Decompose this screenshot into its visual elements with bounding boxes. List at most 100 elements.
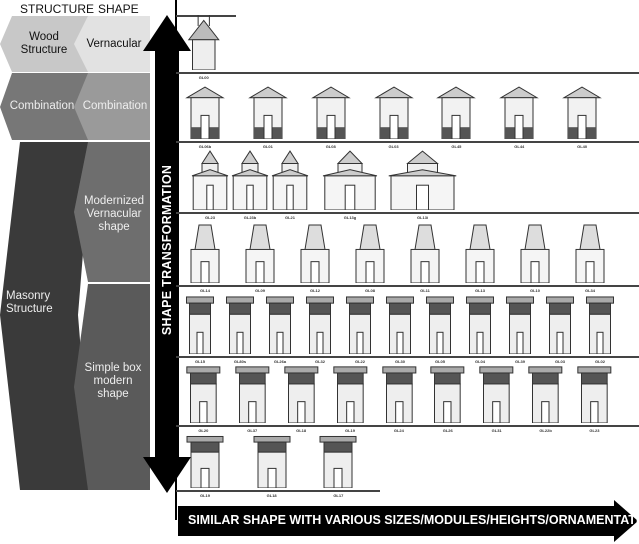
vernacular-chevron (74, 16, 150, 72)
vernacular-label: Vernacular (86, 37, 142, 50)
building-drawing (527, 362, 564, 423)
combination-structure-chevron (0, 73, 92, 140)
building-drawing (576, 362, 613, 423)
wood-chevron (0, 16, 92, 72)
combination-structure-label: Combination (9, 99, 75, 112)
simple-box-label: Simple box modern shape (84, 361, 142, 400)
building-code: GL08 (364, 288, 375, 293)
building-drawing (585, 292, 615, 354)
building-code: GL45 (451, 144, 462, 149)
building-drawing (345, 292, 375, 354)
building-code: GL21 (284, 215, 295, 220)
building-drawing (185, 292, 215, 354)
shape-transformation-label: SHAPE TRANSFORMATION (160, 164, 174, 336)
wood-structure-label: Wood Structure (20, 31, 68, 56)
building-drawing (185, 362, 222, 423)
building-code: GL31 (491, 428, 502, 433)
building-code: GL15 (194, 359, 205, 364)
building-drawing (265, 292, 295, 354)
building-code: GL00 (198, 75, 209, 80)
building-code: GL14 (199, 288, 210, 293)
building-code: GL02 (594, 359, 605, 364)
building-drawing (429, 362, 466, 423)
row-baseline (176, 425, 639, 427)
row-baseline (176, 212, 639, 214)
building-code: GL09 (254, 288, 265, 293)
combination-shape-label: Combination (82, 99, 148, 112)
building-code: GL06b (198, 144, 212, 149)
row-baseline (176, 490, 380, 492)
building-drawing (234, 362, 271, 423)
structure-header: STRUCTURE (20, 2, 94, 16)
building-code: GL24 (393, 428, 404, 433)
building-drawing (283, 362, 320, 423)
building-code: GL04 (474, 359, 485, 364)
building-code: GL37 (247, 428, 258, 433)
building-drawing (460, 222, 500, 283)
building-drawing (436, 80, 477, 139)
row-baseline (176, 285, 639, 287)
building-code: GL39 (514, 359, 525, 364)
building-code: GL11 (420, 288, 430, 293)
building-drawing (499, 80, 540, 139)
building-code: GL17 (333, 493, 344, 498)
building-drawing (295, 222, 335, 283)
building-code: GL80s (233, 359, 247, 364)
building-code: GL40 (577, 144, 588, 149)
top-line (176, 15, 236, 17)
building-code: GL23b (243, 215, 257, 220)
building-drawing (318, 432, 358, 488)
combination-shape-chevron (74, 73, 150, 140)
building-code: GL03 (388, 144, 399, 149)
building-code: GL18 (266, 493, 277, 498)
building-code: GL34 (584, 288, 595, 293)
row-baseline (176, 141, 639, 143)
building-code: GL26 (442, 428, 453, 433)
horizontal-arrow (178, 500, 638, 542)
building-drawing (350, 222, 390, 283)
building-drawing (310, 80, 351, 139)
building-code: GL08 (325, 144, 336, 149)
building-drawing (545, 292, 575, 354)
building-drawing (465, 292, 495, 354)
building-drawing (425, 292, 455, 354)
modernized-chevron (74, 142, 150, 282)
building-drawing (185, 80, 225, 139)
row-baseline (176, 356, 639, 358)
building-code: GL12 (309, 288, 320, 293)
building-drawing (252, 432, 292, 488)
category-chevrons (0, 16, 150, 490)
building-code: GL20 (198, 428, 209, 433)
building-code: GL30 (394, 359, 405, 364)
modernized-label: Modernized Vernacular shape (83, 194, 145, 233)
building-code: GL23 (204, 215, 215, 220)
building-code: GL03 (554, 359, 565, 364)
building-code: GL13 (474, 288, 485, 293)
building-drawing (373, 80, 414, 139)
shape-header: SHAPE (98, 2, 139, 16)
building-drawing (405, 222, 445, 283)
building-drawing (190, 148, 230, 210)
horizontal-axis-label: SIMILAR SHAPE WITH VARIOUS SIZES/MODULES… (188, 513, 639, 527)
building-drawing (385, 148, 460, 210)
row-baseline (176, 72, 639, 74)
building-drawing (570, 222, 610, 283)
building-drawing (478, 362, 515, 423)
building-code: GL23 (589, 428, 600, 433)
building-drawing (230, 148, 270, 210)
building-code: GL13g (343, 215, 357, 220)
building-code: GL22 (354, 359, 365, 364)
building-code: GL13i (416, 215, 429, 220)
building-drawing (320, 148, 380, 210)
masonry-chevron (0, 142, 92, 490)
simple-box-chevron (74, 284, 150, 490)
building-drawing (562, 80, 602, 139)
building-code: GL44 (514, 144, 525, 149)
building-code: GL19 (199, 493, 210, 498)
building-code: GL22b (539, 428, 552, 433)
building-drawing (225, 292, 255, 354)
building-drawing (305, 292, 335, 354)
masonry-structure-label: Masonry Structure (6, 290, 53, 315)
building-drawing (185, 222, 225, 283)
building-drawing (270, 148, 310, 210)
